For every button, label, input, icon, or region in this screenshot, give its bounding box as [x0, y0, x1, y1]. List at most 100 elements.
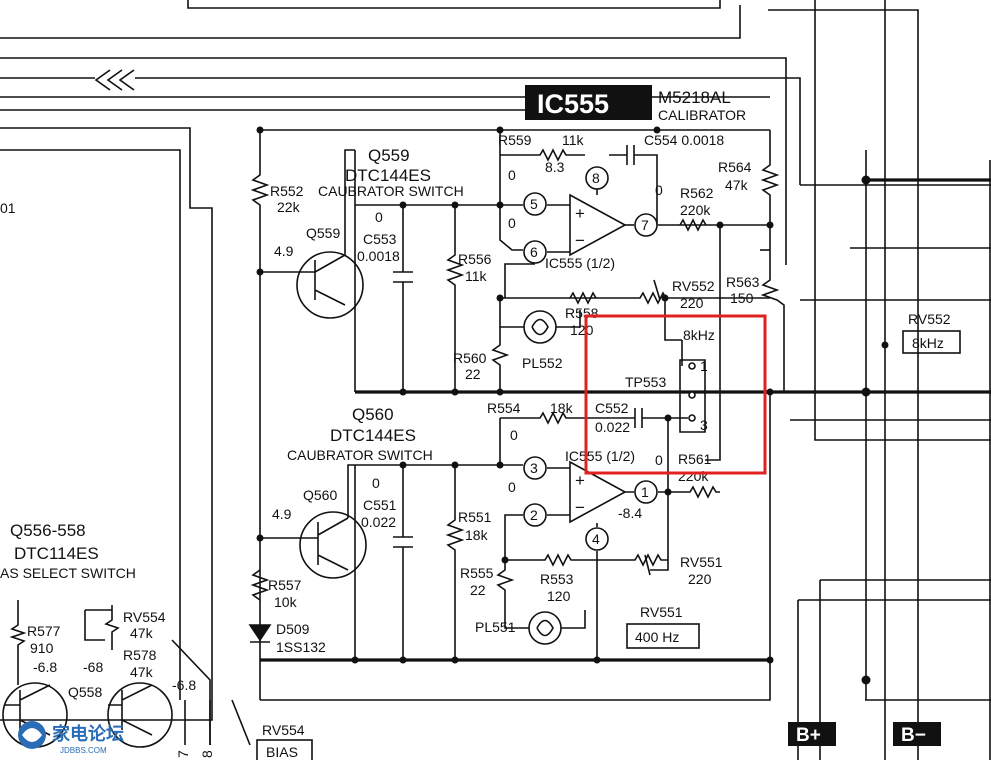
- schematic-label: 47k: [130, 664, 154, 680]
- schematic-label: 22k: [277, 199, 301, 215]
- schematic-label: -68: [83, 659, 103, 675]
- schematic-label: 150: [730, 290, 754, 306]
- schematic-label: -6.8: [33, 659, 57, 675]
- schematic-label: 120: [570, 322, 594, 338]
- schematic-label: R554: [487, 400, 521, 416]
- schematic-label: DTC144ES: [345, 166, 431, 185]
- schematic-label: Q559: [306, 225, 340, 241]
- schematic-label: +: [575, 471, 585, 490]
- schematic-label: 400 Hz: [635, 629, 679, 645]
- schematic-label: B−: [901, 725, 926, 746]
- schematic-label: 220: [680, 295, 704, 311]
- schematic-label: -6.8: [172, 677, 196, 693]
- schematic-label: R560: [453, 350, 487, 366]
- schematic-label: R563: [726, 274, 760, 290]
- schematic-label: 0: [508, 167, 516, 183]
- tp553-switch: [668, 340, 706, 433]
- schematic-label: −: [575, 231, 585, 250]
- schematic-label: 0.022: [595, 419, 630, 435]
- schematic-label: 0: [508, 215, 516, 231]
- schematic-label: 22: [470, 582, 486, 598]
- schematic-label: Q559: [368, 146, 410, 165]
- watermark-sub: JDBBS.COM: [60, 746, 107, 755]
- ic-badge: IC555: [525, 85, 652, 120]
- ic-badge-text: IC555: [537, 89, 609, 119]
- schematic-label: CAUBRATOR SWITCH: [287, 447, 433, 463]
- schematic-label: R556: [458, 251, 492, 267]
- schematic-label: R578: [123, 647, 157, 663]
- schematic-label: RV554: [123, 609, 166, 625]
- schematic-label: 220k: [680, 202, 711, 218]
- schematic-label: TP553: [625, 374, 666, 390]
- schematic-label: 18k: [550, 400, 574, 416]
- schematic-label: DTC144ES: [330, 426, 416, 445]
- schematic-label: R558: [565, 305, 599, 321]
- schematic-label: RV551: [680, 554, 723, 570]
- schematic-label: 910: [30, 640, 54, 656]
- pin-1: 1: [641, 484, 649, 500]
- schematic-label: RV551: [640, 604, 683, 620]
- q558-transistor: [107, 682, 173, 748]
- schematic-label: 0.022: [361, 514, 396, 530]
- schematic-label: D509: [276, 621, 310, 637]
- schematic-label: Q560: [352, 405, 394, 424]
- watermark-logo: 家电论坛 JDBBS.COM: [18, 721, 124, 755]
- schematic-label: C553: [363, 231, 397, 247]
- opamp-bottom: + −: [569, 460, 627, 524]
- schematic-label: R552: [270, 183, 304, 199]
- schematic-label: 3: [700, 417, 708, 433]
- bminus-tag: B−: [893, 722, 941, 746]
- schematic-label: R561: [678, 451, 712, 467]
- schematic-label: 0.0018: [357, 248, 400, 264]
- schematic-label: 11k: [465, 268, 488, 284]
- schematic-label: C554 0.0018: [644, 132, 724, 148]
- pin-8: 8: [592, 170, 600, 186]
- schematic-label: 0: [508, 479, 516, 495]
- schematic-label: 8kHz: [683, 327, 715, 343]
- schematic-label: 8.3: [545, 159, 565, 175]
- opamp-top: + −: [569, 193, 627, 257]
- schematic-label: PL551: [475, 619, 516, 635]
- schematic-label: 0: [655, 452, 663, 468]
- schematic-label: 120: [547, 588, 571, 604]
- schematic-label: R553: [540, 571, 574, 587]
- schematic-label: R564: [718, 159, 752, 175]
- labels: R559 11k C554 0.0018 8.3 Q559 DTC144ES C…: [0, 132, 760, 758]
- schematic-label: R562: [680, 185, 714, 201]
- schematic-label: 47k: [725, 177, 749, 193]
- schematic-label: 0: [655, 182, 663, 198]
- schematic-label: AS SELECT SWITCH: [0, 565, 136, 581]
- schematic-label: 8kHz: [912, 335, 944, 351]
- schematic-label: 0: [510, 427, 518, 443]
- schematic-label: 220k: [678, 468, 709, 484]
- schematic-label: 18k: [465, 527, 489, 543]
- schematic-label: BIAS: [266, 744, 298, 760]
- schematic-label: −: [575, 498, 585, 517]
- schematic-label: 10k: [274, 594, 298, 610]
- schematic-label: IC555 (1/2): [545, 255, 615, 271]
- pin-2: 2: [530, 507, 538, 523]
- pin-7: 7: [641, 217, 649, 233]
- bplus-tag: B+: [788, 722, 836, 746]
- schematic-label: C552: [595, 400, 629, 416]
- schematic-label: 8: [199, 750, 215, 758]
- schematic-label: DTC114ES: [14, 544, 99, 563]
- schematic-label: 1SS132: [276, 639, 326, 655]
- schematic-label: 0: [372, 475, 380, 491]
- schematic-label: R557: [268, 577, 302, 593]
- schematic-label: RV552: [908, 311, 951, 327]
- schematic-label: 220: [688, 571, 712, 587]
- schematic-label: Q558: [68, 684, 102, 700]
- schematic-label: 11k: [562, 132, 585, 148]
- pin-4: 4: [592, 531, 600, 547]
- q560-transistor: [299, 464, 367, 579]
- schematic-label: RV552: [672, 278, 715, 294]
- arrow-icon: [94, 69, 135, 91]
- schematic-label: 4.9: [272, 506, 292, 522]
- highlight-box: [584, 314, 767, 475]
- schematic-label: 7: [175, 750, 191, 758]
- schematic-label: 4.9: [274, 243, 294, 259]
